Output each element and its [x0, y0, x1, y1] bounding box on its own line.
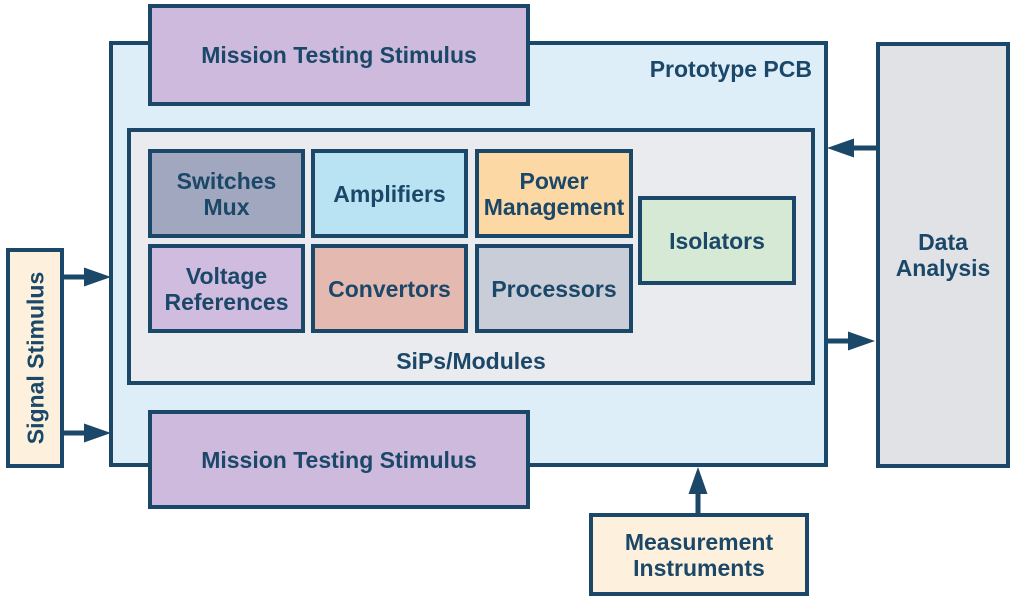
measurement-instruments-box: Measurement Instruments [589, 513, 809, 596]
mission-testing-stimulus-top-label: Mission Testing Stimulus [201, 42, 477, 68]
prototype-pcb-label: Prototype PCB [649, 56, 812, 82]
module-label: Switches Mux [176, 167, 277, 220]
arrow-signal-to-pcb-bottom [62, 423, 111, 443]
module-label: Amplifiers [333, 180, 446, 207]
mission-testing-stimulus-bottom-label: Mission Testing Stimulus [201, 446, 477, 473]
mission-testing-stimulus-top-box: Mission Testing Stimulus [148, 4, 530, 106]
data-analysis-box: Data Analysis [876, 42, 1010, 468]
module-convertors: Convertors [311, 244, 468, 333]
arrow-pcb-to-data-analysis [826, 331, 875, 351]
module-label: Power Management [483, 167, 625, 220]
module-label: Isolators [669, 227, 765, 254]
module-label: Convertors [328, 275, 451, 302]
arrow-signal-to-pcb-top [62, 267, 111, 287]
measurement-instruments-label: Measurement Instruments [624, 528, 774, 581]
module-switches-mux: Switches Mux [148, 149, 305, 238]
module-processors: Processors [475, 244, 633, 333]
module-voltage-references: Voltage References [148, 244, 305, 333]
signal-stimulus-box: Signal Stimulus [6, 248, 64, 468]
arrow-data-analysis-to-pcb [827, 138, 878, 158]
data-analysis-label: Data Analysis [895, 229, 991, 281]
module-label: Processors [491, 275, 617, 302]
module-isolators: Isolators [638, 196, 796, 285]
module-label: Voltage References [164, 262, 289, 315]
module-amplifiers: Amplifiers [311, 149, 468, 238]
sips-modules-label: SiPs/Modules [396, 348, 546, 374]
module-power-management: Power Management [475, 149, 633, 238]
arrow-measurement-to-pcb [688, 467, 708, 515]
signal-stimulus-label: Signal Stimulus [22, 271, 49, 445]
mission-testing-stimulus-bottom-box: Mission Testing Stimulus [148, 410, 530, 509]
